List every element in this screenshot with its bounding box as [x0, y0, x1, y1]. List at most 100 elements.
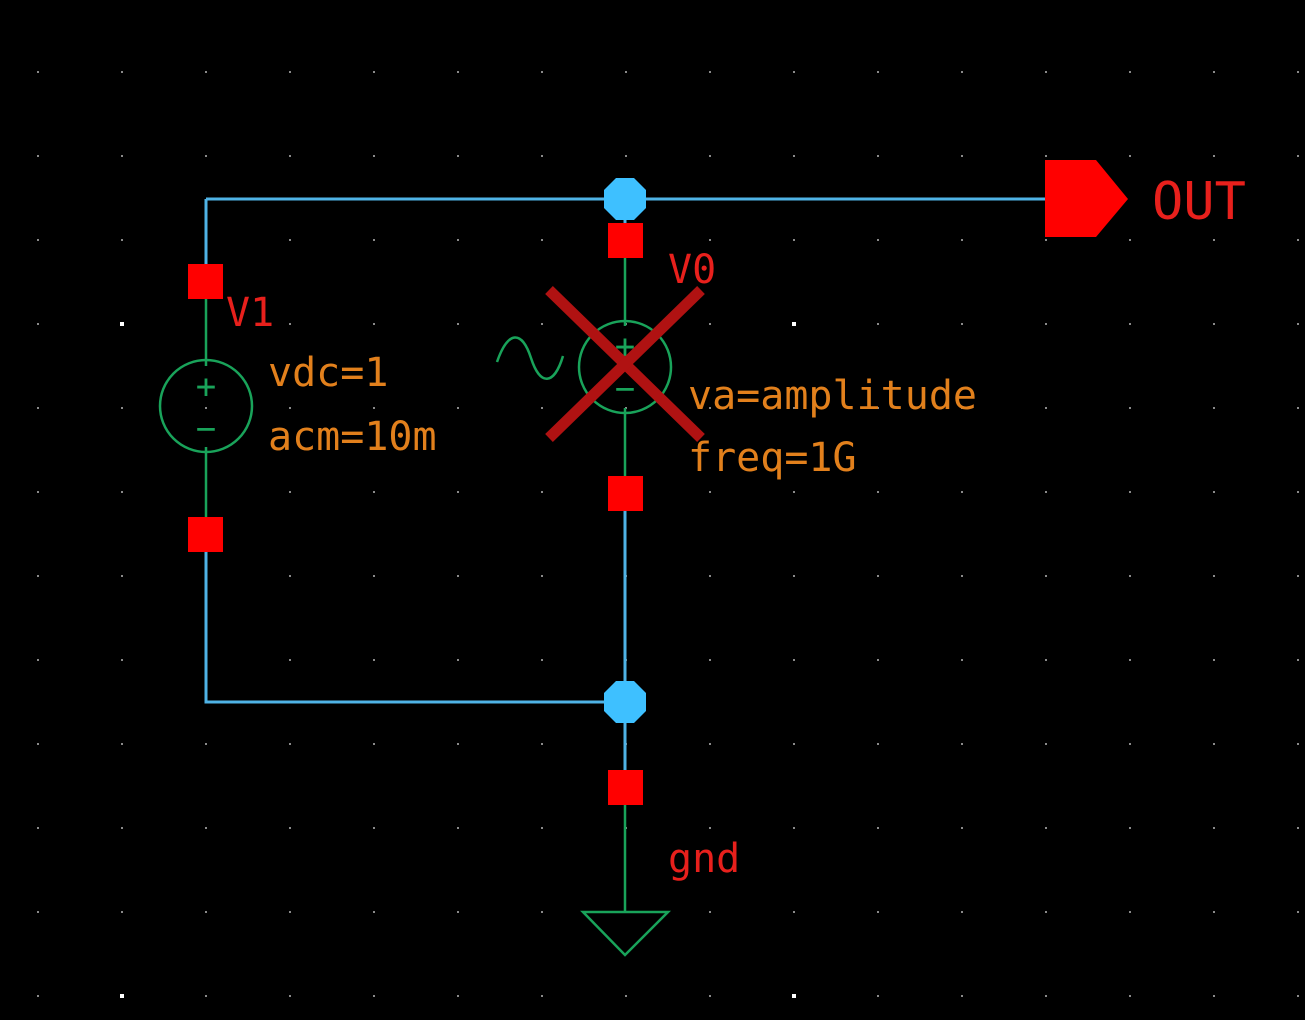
grid-major-dot	[792, 994, 796, 998]
grid-dot	[961, 323, 963, 325]
grid-dot	[121, 407, 123, 409]
grid-dot	[37, 155, 39, 157]
ground-label[interactable]: gnd	[668, 836, 740, 882]
grid-dot	[709, 491, 711, 493]
grid-dot	[121, 911, 123, 913]
grid-dot	[121, 491, 123, 493]
ground-symbol[interactable]	[580, 805, 672, 957]
grid-dot	[457, 743, 459, 745]
grid-dot	[1045, 575, 1047, 577]
v0-param-freq[interactable]: freq=1G	[688, 435, 857, 481]
grid-dot	[625, 155, 627, 157]
grid-dot	[1297, 827, 1299, 829]
v1-param-vdc[interactable]: vdc=1	[268, 350, 388, 396]
grid-dot	[373, 323, 375, 325]
grid-dot	[205, 71, 207, 73]
grid-dot	[1297, 239, 1299, 241]
grid-dot	[37, 407, 39, 409]
v1-pin-minus[interactable]	[188, 517, 223, 552]
grid-dot	[373, 911, 375, 913]
grid-dot	[1213, 323, 1215, 325]
grid-dot	[541, 323, 543, 325]
grid-dot	[457, 323, 459, 325]
grid-dot	[1129, 323, 1131, 325]
gnd-pin[interactable]	[608, 770, 643, 805]
grid-dot	[625, 995, 627, 997]
grid-dot	[793, 911, 795, 913]
grid-dot	[793, 239, 795, 241]
grid-dot	[877, 659, 879, 661]
grid-dot	[1045, 239, 1047, 241]
grid-dot	[373, 575, 375, 577]
grid-dot	[1297, 491, 1299, 493]
grid-dot	[1213, 827, 1215, 829]
grid-dot	[961, 71, 963, 73]
grid-dot	[709, 995, 711, 997]
grid-dot	[289, 911, 291, 913]
grid-dot	[541, 407, 543, 409]
grid-dot	[457, 827, 459, 829]
grid-dot	[1297, 911, 1299, 913]
grid-dot	[1129, 407, 1131, 409]
v0-param-va[interactable]: va=amplitude	[688, 373, 977, 419]
grid-dot	[1045, 155, 1047, 157]
grid-dot	[1045, 827, 1047, 829]
grid-dot	[1297, 323, 1299, 325]
grid-dot	[709, 71, 711, 73]
grid-dot	[1129, 71, 1131, 73]
grid-dot	[121, 743, 123, 745]
grid-dots	[37, 71, 1299, 998]
grid-dot	[457, 71, 459, 73]
grid-dot	[37, 911, 39, 913]
wire-bottom-net[interactable]	[204, 535, 625, 704]
grid-dot	[1129, 995, 1131, 997]
v0-instance-name[interactable]: V0	[668, 247, 716, 293]
grid-dot	[373, 995, 375, 997]
grid-dot	[373, 491, 375, 493]
source-v0[interactable]	[495, 240, 673, 493]
grid-dot	[205, 827, 207, 829]
grid-dot	[793, 659, 795, 661]
grid-dot	[541, 575, 543, 577]
grid-dot	[1129, 911, 1131, 913]
v1-instance-name[interactable]: V1	[226, 290, 274, 336]
grid-dot	[961, 155, 963, 157]
ground-icon	[580, 910, 672, 957]
grid-dot	[1213, 71, 1215, 73]
disabled-cross-icon	[545, 286, 705, 442]
grid-dot	[457, 407, 459, 409]
v1-param-acm[interactable]: acm=10m	[268, 414, 437, 460]
grid-dot	[541, 239, 543, 241]
grid-dot	[877, 323, 879, 325]
grid-dot	[793, 155, 795, 157]
grid-dot	[289, 155, 291, 157]
grid-dot	[625, 71, 627, 73]
grid-dot	[541, 995, 543, 997]
grid-dot	[961, 575, 963, 577]
junction-bottom[interactable]	[604, 681, 646, 723]
grid-dot	[961, 407, 963, 409]
v1-pin-plus[interactable]	[188, 264, 223, 299]
grid-dot	[793, 491, 795, 493]
grid-dot	[1297, 743, 1299, 745]
grid-dot	[1297, 659, 1299, 661]
grid-dot	[709, 323, 711, 325]
grid-dot	[37, 743, 39, 745]
grid-dot	[373, 71, 375, 73]
grid-dot	[961, 659, 963, 661]
grid-dot	[1045, 491, 1047, 493]
grid-dot	[289, 407, 291, 409]
grid-dot	[457, 239, 459, 241]
grid-dot	[793, 743, 795, 745]
grid-dot	[205, 743, 207, 745]
output-pin-label[interactable]: OUT	[1152, 172, 1246, 232]
v0-pin-plus[interactable]	[608, 223, 643, 258]
grid-dot	[877, 71, 879, 73]
v0-pin-minus[interactable]	[608, 476, 643, 511]
grid-dot	[793, 575, 795, 577]
grid-dot	[961, 995, 963, 997]
grid-dot	[1297, 155, 1299, 157]
junction-top[interactable]	[604, 178, 646, 220]
output-pin-icon[interactable]	[1045, 160, 1128, 237]
